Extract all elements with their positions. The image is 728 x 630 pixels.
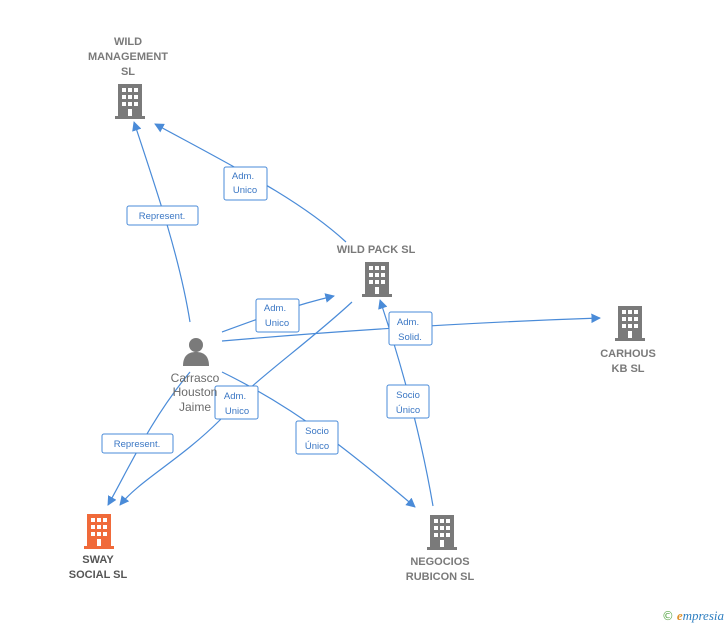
edge-label-adm-unico-wild-management[interactable]: Adm. Unico [223,166,268,201]
node-label: SL [121,66,135,78]
node-carhous[interactable]: CARHOUS KB SL [600,306,656,375]
brand-logo-e: e [676,608,683,623]
edge-label-text: Socio [305,426,329,437]
brand-logo-text: mpresia [682,608,724,623]
edge-label-text: Represent. [139,211,185,222]
building-icon [615,306,645,341]
edge-label-text: Único [396,405,420,416]
edge-label-text: Unico [233,185,257,196]
edge-label-adm-unico-wild-pack[interactable]: Adm. Unico [255,298,300,333]
node-label: SWAY [82,554,114,566]
node-label: SOCIAL SL [69,569,128,581]
node-label: MANAGEMENT [88,51,168,63]
node-label: WILD [114,36,142,48]
node-wild-pack[interactable]: WILD PACK SL [337,244,416,297]
building-icon [362,262,392,297]
footer-brand: ©empresia [662,608,724,624]
edge-label-text: Adm. [397,317,419,328]
node-person[interactable]: Carrasco Houston Jaime [171,338,220,414]
edge-label-text: Adm. [232,171,254,182]
node-sway-social[interactable]: SWAY SOCIAL SL [69,514,128,581]
edge-labels: Represent. Adm. Unico Adm. Unico Adm. So… [101,166,433,455]
edge-label-adm-unico-sway[interactable]: Adm. Unico [214,385,259,420]
node-negocios-rubicon[interactable]: NEGOCIOS RUBICON SL [406,515,475,583]
person-label: Carrasco [171,371,220,385]
person-label: Houston [173,385,218,399]
node-label: RUBICON SL [406,571,475,583]
edge-label-text: Socio [396,390,420,401]
edge-label-represent-sway[interactable]: Represent. [101,433,174,454]
edge-label-text: Unico [225,406,249,417]
edge-label-text: Adm. [264,303,286,314]
node-label: CARHOUS [600,348,656,360]
edge-label-socio-unico-wild-pack[interactable]: Socio Único [386,384,430,419]
node-wild-management[interactable]: WILD MANAGEMENT SL [88,36,168,119]
node-label: KB SL [612,363,645,375]
edge-label-represent-wild-management[interactable]: Represent. [126,205,199,226]
edge-label-text: Solid. [398,332,422,343]
person-label: Jaime [179,400,211,414]
building-icon [84,514,114,549]
edges [107,121,601,508]
edge-label-adm-solid-carhous[interactable]: Adm. Solid. [388,311,433,346]
edge-label-text: Adm. [224,391,246,402]
person-icon [183,338,209,366]
building-icon [427,515,457,550]
edge-adm-unico-sway [119,301,353,506]
node-label: NEGOCIOS [410,556,469,568]
node-label: WILD PACK SL [337,244,416,256]
edge-label-text: Unico [265,318,289,329]
edge-label-text: Represent. [114,439,160,450]
edge-label-text: Único [305,441,329,452]
edge-label-socio-unico-negocios[interactable]: Socio Único [295,420,339,455]
copyright-icon: © [661,609,674,623]
building-icon [115,84,145,119]
edge-represent-wild-management [132,121,191,323]
